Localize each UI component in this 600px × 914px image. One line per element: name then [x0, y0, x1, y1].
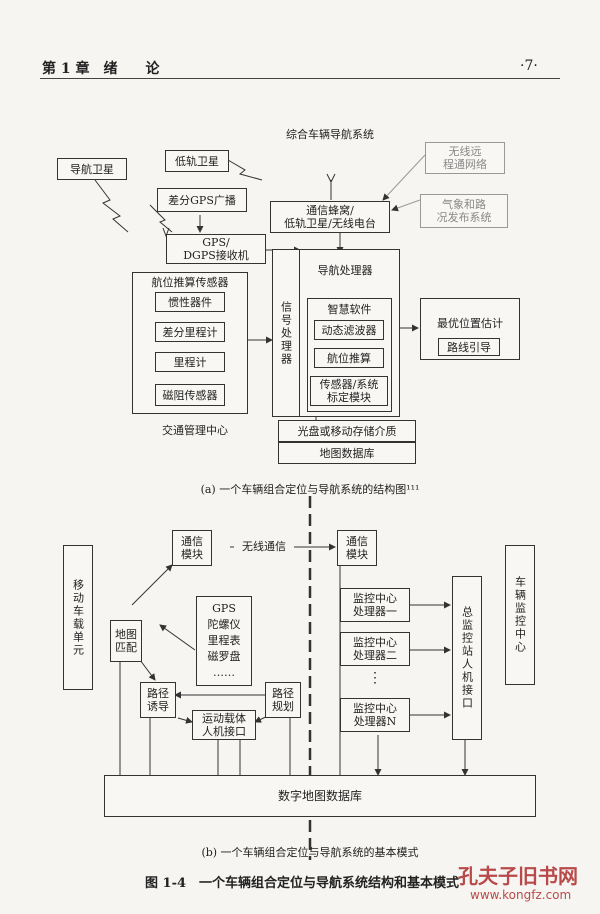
comm-module-right: 通信模块 [337, 530, 377, 566]
comm-cellular-label: 通信蜂窝/低轨卫星/无线电台 [284, 204, 376, 230]
diff-odometer-label: 差分里程计 [162, 325, 218, 339]
mobile-unit-box: 移动车载单元 [63, 545, 93, 690]
route-guidance-box: 路线引导 [438, 338, 500, 356]
system-title: 综合车辆导航系统 [286, 128, 374, 141]
magneto-box: 磁阻传感器 [155, 384, 225, 406]
weather-system-box: 气象和路况发布系统 [420, 194, 508, 228]
nav-satellite-box: 导航卫星 [57, 158, 127, 180]
map-matching-label: 地图匹配 [115, 628, 137, 654]
processor-ellipsis: ⋮ [368, 670, 382, 686]
low-orbit-label: 低轨卫星 [175, 154, 219, 168]
nav-satellite-label: 导航卫星 [70, 162, 114, 176]
low-orbit-satellite-box: 低轨卫星 [165, 150, 229, 172]
vehicle-center-label: 车辆监控中心 [513, 576, 527, 654]
route-guidance-label: 路线引导 [447, 340, 491, 354]
comm-module-right-label: 通信模块 [346, 535, 368, 561]
signal-processor-label: 信号处理器 [279, 300, 293, 366]
figure-caption: 图 1-4 一个车辆组合定位与导航系统结构和基本模式 [145, 876, 460, 891]
vehicle-hmi-box: 运动载体人机接口 [192, 710, 256, 740]
storage-box: 光盘或移动存储介质 [278, 420, 416, 442]
wireless-network-box: 无线远程通网络 [425, 142, 505, 174]
inertial-box: 惯性器件 [155, 292, 225, 312]
route-planning-box: 路径规划 [265, 682, 301, 718]
caption-b: (b) 一个车辆组合定位与导航系统的基本模式 [201, 846, 419, 859]
watermark-url: www.kongfz.com [470, 888, 572, 902]
diff-odometer-box: 差分里程计 [155, 322, 225, 342]
master-station-box: 总监控站人机接口 [452, 576, 482, 740]
dgps-broadcast-box: 差分GPS广播 [157, 188, 247, 212]
weather-system-label: 气象和路况发布系统 [436, 198, 492, 224]
monitor-processor-1: 监控中心处理器一 [340, 588, 410, 622]
route-guidance-b-label: 路径诱导 [147, 687, 169, 713]
odometer-box: 里程计 [155, 352, 225, 372]
chapter-header: 第 1 章 绪 论 [42, 61, 160, 77]
digital-map-db-box: 数字地图数据库 [104, 775, 536, 817]
master-station-label: 总监控站人机接口 [460, 606, 474, 710]
vehicle-center-box: 车辆监控中心 [505, 545, 535, 685]
kalman-filter-box: 动态滤波器 [314, 320, 384, 340]
smart-software-label: 智慧软件 [327, 303, 372, 316]
storage-label: 光盘或移动存储介质 [297, 424, 397, 438]
caption-a: (a) 一个车辆组合定位与导航系统的结构图¹¹¹ [200, 483, 420, 496]
wireless-network-label: 无线远程通网络 [443, 145, 487, 171]
vehicle-hmi-label: 运动载体人机接口 [202, 712, 246, 738]
monitor-n-label: 监控中心处理器N [353, 702, 397, 728]
odometer-label: 里程计 [173, 355, 207, 369]
monitor-2-label: 监控中心处理器二 [353, 636, 397, 662]
dead-reckoning-box: 航位推算 [314, 348, 384, 368]
gps-receiver-label: GPS/DGPS接收机 [183, 236, 249, 262]
best-position-label: 最优位置估计 [437, 317, 503, 330]
dead-reckoning-label: 航位推算 [327, 351, 371, 365]
dr-sensor-title: 航位推算传感器 [151, 276, 229, 289]
monitor-1-label: 监控中心处理器一 [353, 592, 397, 618]
comm-module-left: 通信模块 [172, 530, 212, 566]
comm-cellular-box: 通信蜂窝/低轨卫星/无线电台 [270, 201, 390, 233]
nav-processor-label: 导航处理器 [317, 264, 373, 277]
kalman-filter-label: 动态滤波器 [321, 323, 377, 337]
digital-map-db-label: 数字地图数据库 [277, 788, 362, 803]
magneto-label: 磁阻传感器 [162, 388, 218, 402]
inertial-label: 惯性器件 [168, 295, 212, 309]
calibration-label: 传感器/系统标定模块 [319, 378, 379, 404]
comm-module-left-label: 通信模块 [181, 535, 203, 561]
traffic-center-label: 交通管理中心 [162, 424, 228, 437]
monitor-processor-2: 监控中心处理器二 [340, 632, 410, 666]
route-guidance-box-b: 路径诱导 [140, 682, 176, 718]
header-rule [40, 78, 560, 79]
signal-processor-column: 信号处理器 [272, 249, 300, 417]
dgps-broadcast-label: 差分GPS广播 [168, 193, 236, 207]
page-number: ·7· [520, 58, 538, 74]
route-planning-label: 路径规划 [272, 687, 294, 713]
monitor-processor-n: 监控中心处理器N [340, 698, 410, 732]
calibration-box: 传感器/系统标定模块 [310, 376, 388, 406]
watermark-name: 孔夫子旧书网 [458, 864, 578, 888]
mobile-unit-label: 移动车载单元 [71, 578, 85, 657]
map-matching-box: 地图匹配 [110, 620, 142, 662]
map-db-label: 地图数据库 [319, 446, 375, 460]
gps-receiver-box: GPS/DGPS接收机 [166, 234, 266, 264]
map-db-box: 地图数据库 [278, 442, 416, 464]
wireless-comm-label: 无线通信 [234, 540, 294, 553]
